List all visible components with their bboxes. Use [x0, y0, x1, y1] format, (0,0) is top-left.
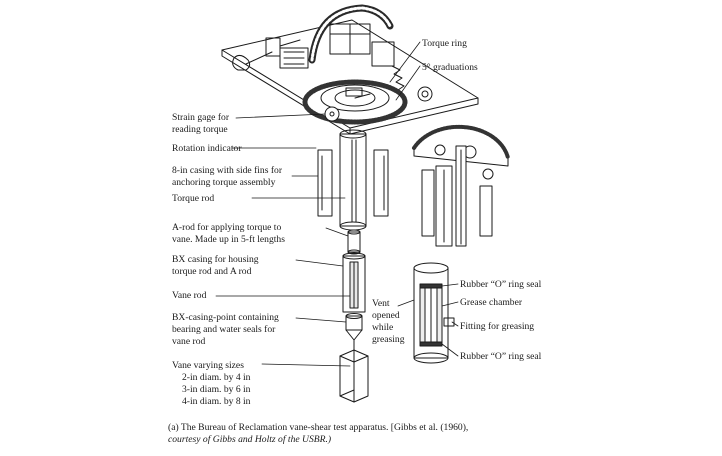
- casing-with-fins: [317, 129, 389, 231]
- label-fitting-greasing: Fitting for greasing: [460, 321, 534, 332]
- caption-line-1: (a) The Bureau of Reclamation vane-shear…: [168, 422, 469, 433]
- worm-gear-housing: [279, 47, 309, 69]
- label-a-rod: A-rod for applying torque to vane. Made …: [172, 222, 285, 245]
- spring-bracket: [371, 41, 433, 102]
- caption-line-2: courtesy of Gibbs and Holtz of the USBR.…: [168, 434, 332, 445]
- arc-gear: [308, 4, 394, 64]
- crank-handle: [232, 37, 301, 71]
- label-bx-casing-point: BX-casing-point containing bearing and w…: [172, 312, 281, 347]
- label-grease-chamber: Grease chamber: [460, 297, 523, 308]
- bx-casing: [342, 252, 366, 313]
- torque-ring-dial: [302, 79, 408, 125]
- grease-seal-detail: [413, 262, 455, 364]
- label-vane-rod: Vane rod: [172, 290, 207, 301]
- vane-blades: [339, 349, 369, 403]
- label-rotation-indicator: Rotation indicator: [172, 143, 242, 154]
- figure-caption: (a) The Bureau of Reclamation vane-shear…: [168, 422, 588, 446]
- label-vent: Vent opened while greasing: [372, 298, 405, 345]
- label-vane-sizes: Vane varying sizes 2-in diam. by 4 in 3-…: [172, 360, 253, 407]
- label-graduations: 5° graduations: [422, 62, 478, 73]
- label-rubber-o-ring-bottom: Rubber “O” ring seal: [460, 351, 542, 362]
- label-torque-ring: Torque ring: [422, 38, 467, 49]
- label-torque-rod: Torque rod: [172, 193, 214, 204]
- label-rubber-o-ring-top: Rubber “O” ring seal: [460, 279, 542, 290]
- label-strain-gage: Strain gage for reading torque: [172, 112, 231, 135]
- leader-lines: [215, 41, 459, 367]
- a-rod-segment: [347, 229, 361, 255]
- side-detail-assembly: [412, 124, 510, 247]
- strain-gage-dial: [324, 106, 340, 122]
- label-casing-side-fins: 8-in casing with side fins for anchoring…: [172, 165, 284, 188]
- label-bx-casing: BX casing for housing torque rod and A r…: [172, 254, 261, 277]
